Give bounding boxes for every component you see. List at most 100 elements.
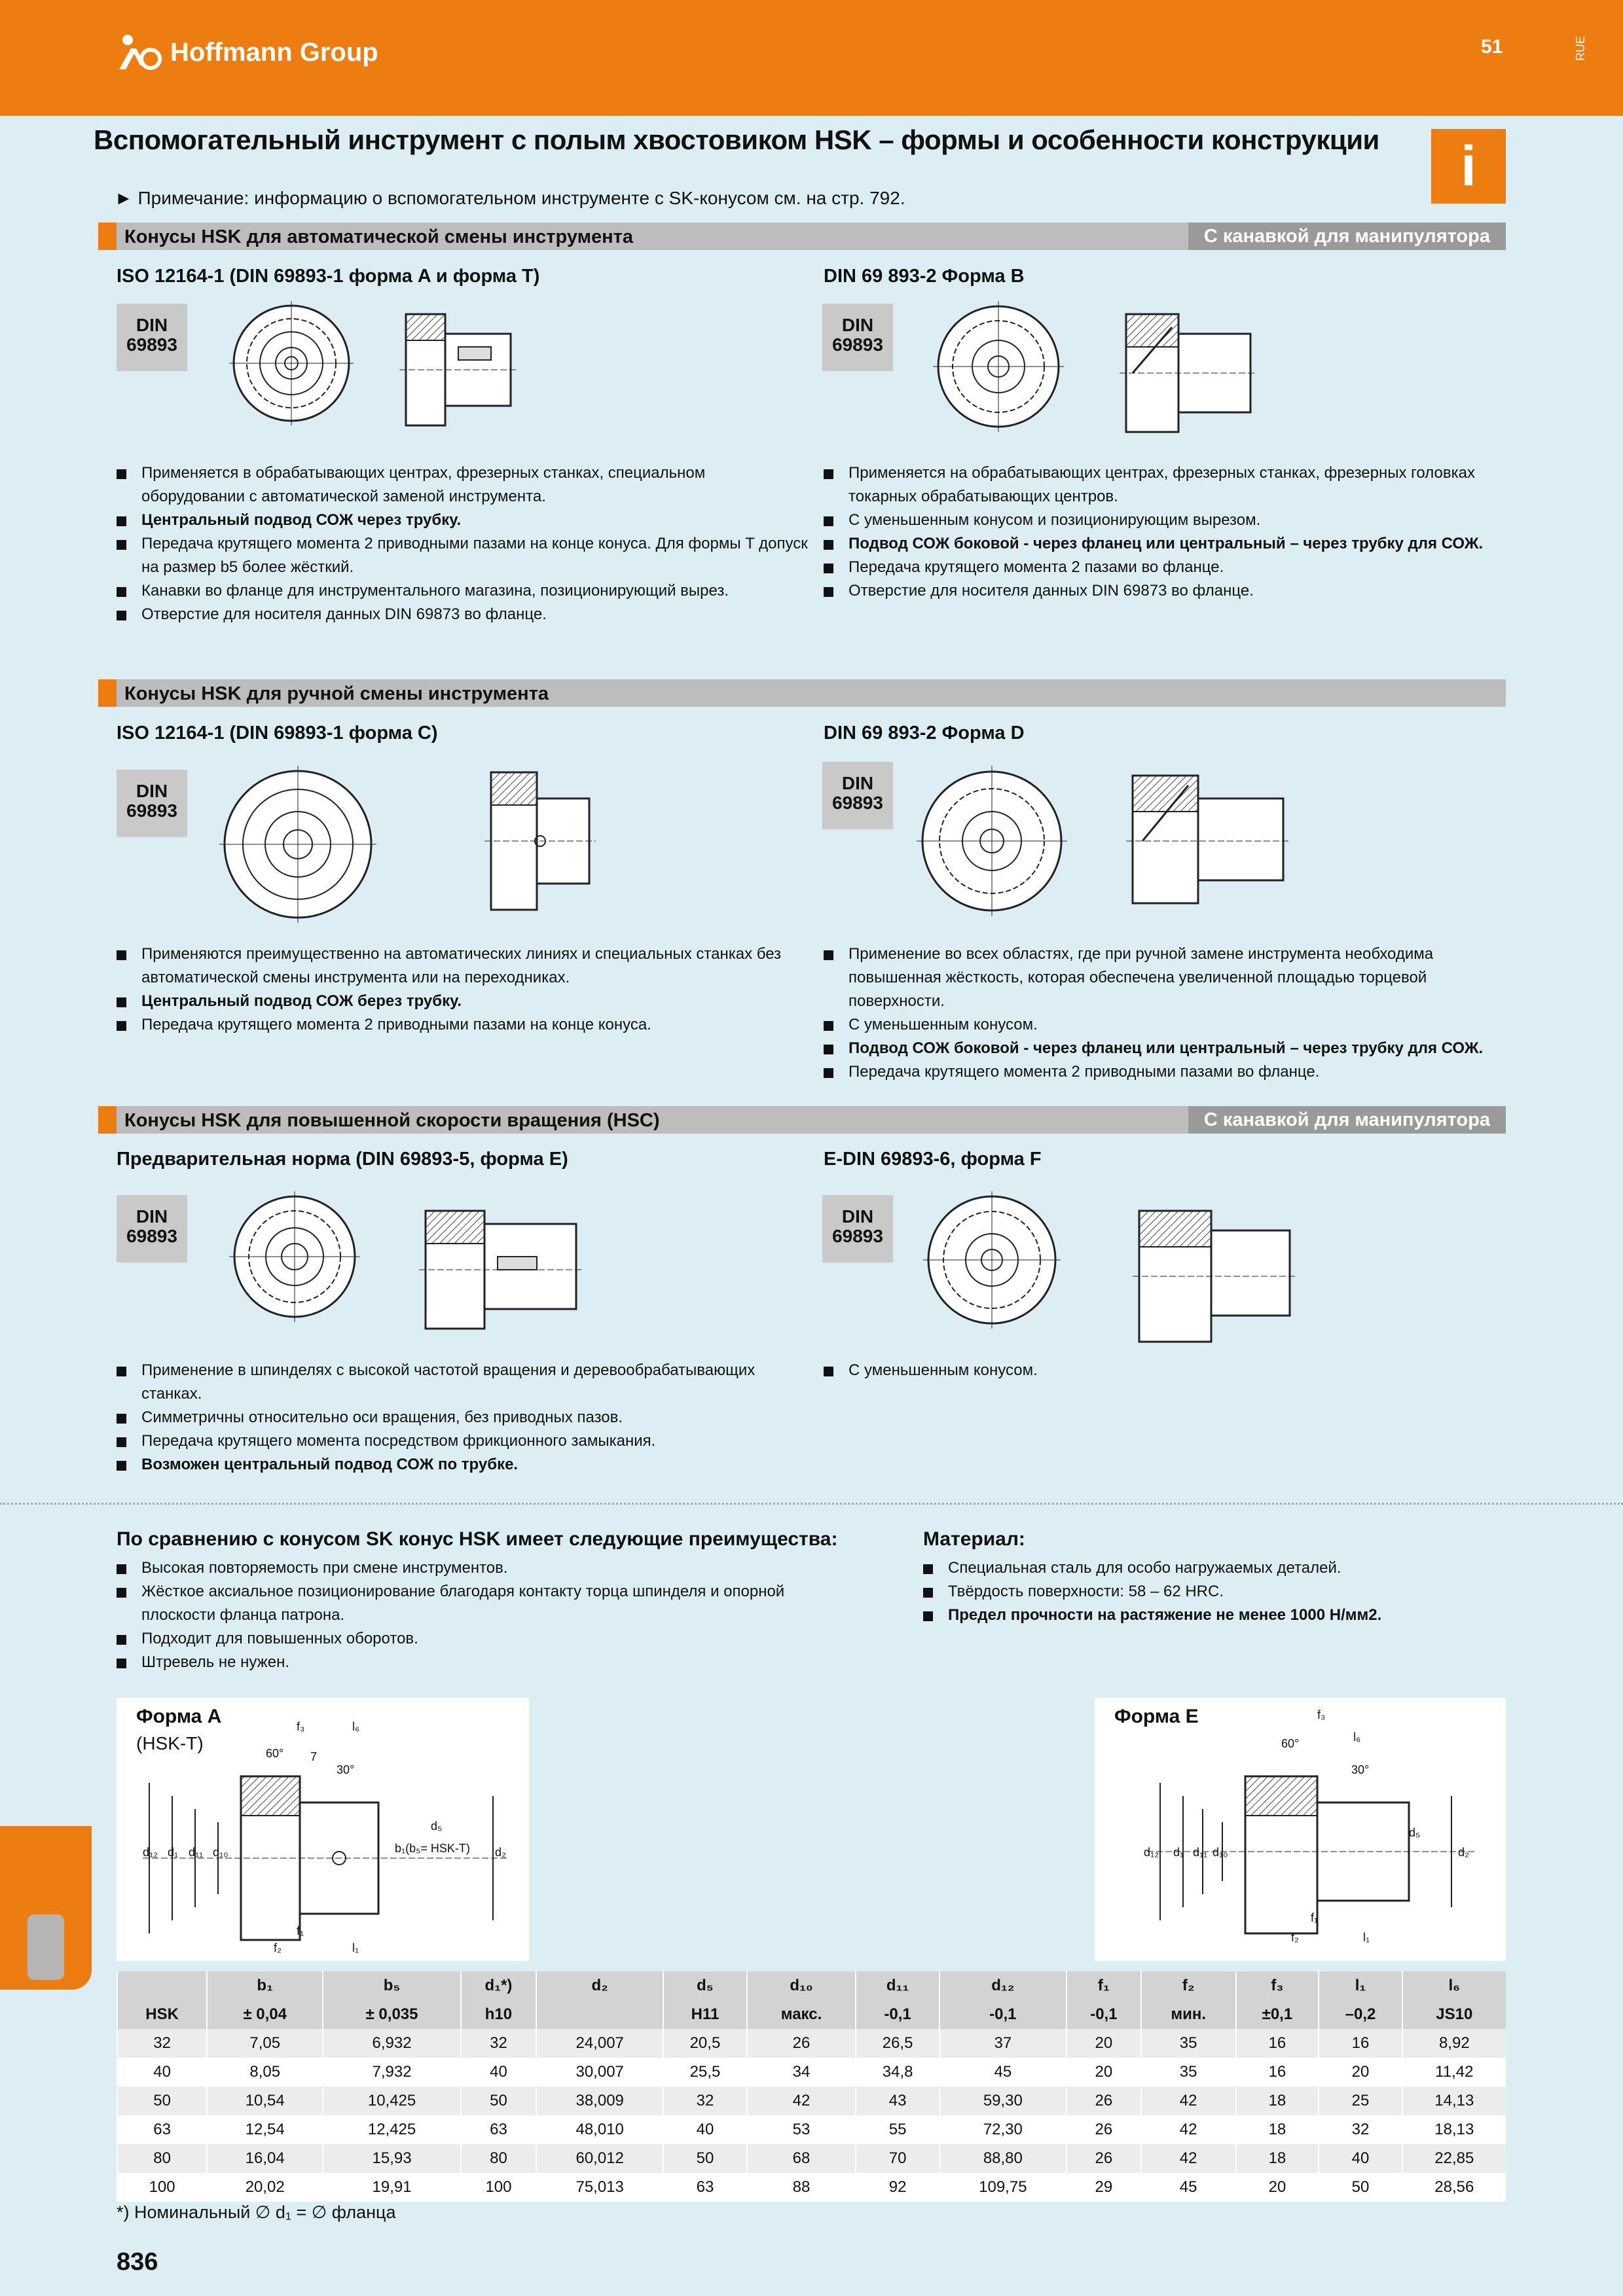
din-label: DIN	[136, 1206, 168, 1227]
section-label: Конусы HSK для автоматической смены инст…	[124, 226, 634, 247]
table-cell: 40	[460, 2058, 537, 2087]
table-cell: 72,30	[938, 2115, 1067, 2144]
hsk-f-front-view	[923, 1191, 1061, 1329]
brand-logo[interactable]: Hoffmann Group	[117, 33, 378, 72]
bullet: Передача крутящего момента 2 приводными …	[824, 1060, 1504, 1084]
table-cell: 10,425	[322, 2087, 461, 2115]
table-cell: 38,009	[536, 2087, 664, 2115]
table-header-cell: ± 0,04	[206, 2000, 323, 2029]
table-cell: 32	[1318, 2115, 1402, 2144]
table-cell: 63	[460, 2115, 537, 2144]
hsk-c-side-view	[484, 771, 596, 911]
table-cell: 80	[116, 2144, 208, 2173]
bullet: С уменьшенным конусом и позиционирующим …	[824, 509, 1504, 532]
table-header-cell: JS10	[1401, 2000, 1506, 2029]
table-header-cell: d₁₂	[938, 1971, 1067, 2000]
table-cell: 88	[746, 2173, 856, 2202]
din-label: DIN	[841, 1206, 874, 1227]
table-cell: 35	[1140, 2058, 1236, 2087]
din-badge: DIN 69893	[822, 762, 893, 829]
table-cell: 55	[855, 2115, 939, 2144]
table-cell: 12,54	[206, 2115, 323, 2144]
subhead-form-f: E-DIN 69893-6, форма F	[824, 1149, 1042, 1170]
table-cell: 24,007	[536, 2029, 664, 2058]
din-number: 69893	[126, 800, 177, 821]
section-marker	[98, 223, 117, 250]
bullet: Возможен центральный подвод СОЖ по трубк…	[117, 1453, 811, 1477]
dim-label: f₂	[274, 1941, 282, 1954]
table-cell: 26	[1065, 2115, 1141, 2144]
table-cell: 20	[1065, 2029, 1141, 2058]
table-header-cell: l₆	[1401, 1971, 1506, 2000]
bullets-form-a-t: Применяется в обрабатывающих центрах, фр…	[117, 461, 811, 626]
bullet: Жёсткое аксиальное позиционирование благ…	[117, 1580, 811, 1627]
table-cell: 40	[116, 2058, 208, 2087]
hsk-f-side-view	[1133, 1210, 1296, 1343]
table-cell: 16	[1318, 2029, 1402, 2058]
table-cell: 109,75	[938, 2173, 1067, 2202]
table-header-cell: HSK	[116, 2000, 208, 2029]
bullets-form-e: Применение в шпинделях с высокой частото…	[117, 1359, 811, 1477]
subhead-form-a-t: ISO 12164-1 (DIN 69893-1 форма A и форма…	[117, 266, 540, 287]
material-list: Специальная сталь для особо нагружаемых …	[923, 1556, 1499, 1627]
bullet: С уменьшенным конусом.	[824, 1013, 1504, 1037]
bullets-form-b: Применяется на обрабатывающих центрах, ф…	[824, 461, 1504, 603]
dim-label: b₁(b₅= HSK-T)	[395, 1842, 470, 1855]
section-label: Конусы HSK для повышенной скорости враще…	[124, 1110, 660, 1131]
table-cell: 42	[1140, 2144, 1236, 2173]
header-bar: Hoffmann Group 51 RUE	[0, 0, 1623, 116]
table-cell: 40	[1318, 2144, 1402, 2173]
table-cell: 40	[663, 2115, 747, 2144]
bullet: Центральный подвод СОЖ через трубку.	[117, 509, 811, 532]
table-cell: 42	[746, 2087, 856, 2115]
subhead-form-e: Предварительная норма (DIN 69893-5, форм…	[117, 1149, 568, 1170]
table-cell: 30,007	[536, 2058, 664, 2087]
divider	[0, 1503, 1623, 1505]
table-cell: 26	[746, 2029, 856, 2058]
bullet: Предел прочности на растяжение не менее …	[923, 1604, 1499, 1627]
din-number: 69893	[126, 1226, 177, 1246]
table-cell: 10,54	[206, 2087, 323, 2115]
table-cell: 75,013	[536, 2173, 664, 2202]
table-cell: 100	[460, 2173, 537, 2202]
hsk-b-front-view	[933, 301, 1064, 432]
bullet: Высокая повторяемость при смене инструме…	[117, 1556, 811, 1580]
din-badge: DIN 69893	[117, 770, 187, 837]
hsk-holder-icon	[27, 1914, 64, 1980]
table-cell: 6,932	[322, 2029, 461, 2058]
table-header-cell: d₁*)	[460, 1971, 537, 2000]
table-cell: 50	[116, 2087, 208, 2115]
note: ► Примечание: информацию о вспомогательн…	[115, 188, 905, 208]
table-header-cell: макс.	[746, 2000, 856, 2029]
table-cell: 34	[746, 2058, 856, 2087]
bullets-form-c: Применяются преимущественно на автоматич…	[117, 942, 811, 1037]
section-page-number: 51	[1481, 36, 1503, 58]
table-header-cell: -0,1	[855, 2000, 939, 2029]
table-header-cell: H11	[663, 2000, 747, 2029]
table-cell: 68	[746, 2144, 856, 2173]
table-cell: 32	[460, 2029, 537, 2058]
table-cell: 60,012	[536, 2144, 664, 2173]
dim-label: 30°	[337, 1763, 355, 1776]
table-cell: 18	[1235, 2115, 1319, 2144]
table-cell: 32	[116, 2029, 208, 2058]
din-number: 69893	[832, 793, 883, 813]
dim-label: d₁	[168, 1846, 179, 1859]
form-a-section-view	[143, 1775, 509, 1941]
language-code: RUE	[1574, 36, 1587, 62]
dim-label: l₁	[352, 1941, 359, 1954]
table-cell: 45	[938, 2058, 1067, 2087]
dim-label: d₁₁	[189, 1846, 204, 1859]
bullet: Передача крутящего момента посредством ф…	[117, 1429, 811, 1453]
bullets-form-f: С уменьшенным конусом.	[824, 1359, 1504, 1382]
table-cell: 7,05	[206, 2029, 323, 2058]
section-label: Конусы HSK для ручной смены инструмента	[124, 683, 549, 704]
table-cell: 12,425	[322, 2115, 461, 2144]
page-title: Вспомогательный инструмент с полым хвост…	[94, 124, 1379, 155]
table-cell: 11,42	[1401, 2058, 1506, 2087]
